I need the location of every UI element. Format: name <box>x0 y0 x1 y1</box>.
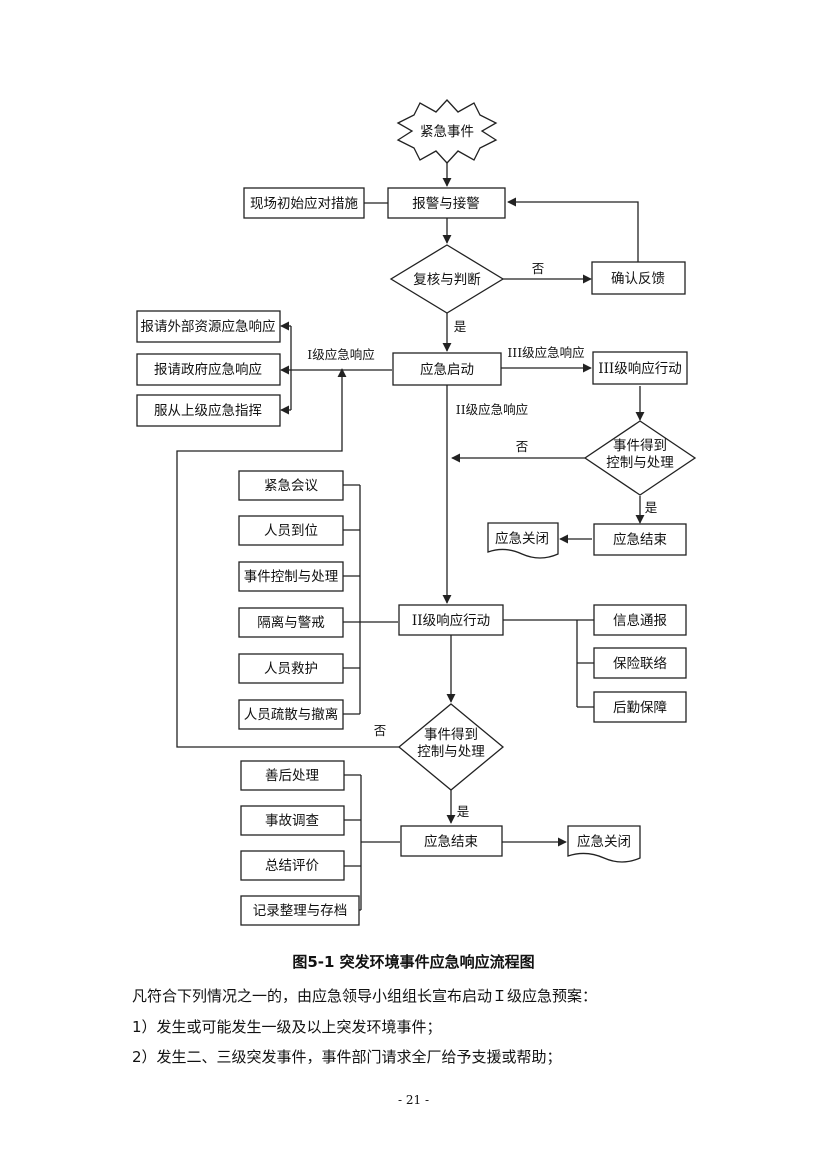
svg-text:人员救护: 人员救护 <box>264 661 318 677</box>
task-aftermath: 善后处理 <box>240 760 345 791</box>
svg-text:服从上级应急指挥: 服从上级应急指挥 <box>154 402 262 419</box>
onsite-measures-label: 现场初始应对措施 <box>250 195 358 212</box>
lower-controlled-label: 事件得到控制与处理 <box>417 726 485 760</box>
task-archive: 记录整理与存档 <box>240 895 360 926</box>
upper-no-label: 否 <box>516 439 529 454</box>
svg-text:事件控制与处理: 事件控制与处理 <box>244 569 339 585</box>
figure-caption: 图5-1 突发环境事件应急响应流程图 <box>292 953 535 971</box>
emergency-response-flowchart: 紧急事件 报警与接警 现场初始应对措施 复核与判断 否 是 确认反馈 应急启动 … <box>136 99 697 926</box>
level2-action-label: II级响应行动 <box>412 612 490 629</box>
svg-text:保险联络: 保险联络 <box>613 656 667 672</box>
onsite-measures-node: 现场初始应对措施 <box>243 187 365 219</box>
lower-controlled-decision: 事件得到控制与处理 <box>397 703 505 791</box>
svg-text:报请政府应急响应: 报请政府应急响应 <box>154 361 262 378</box>
receive-alarm-label: 报警与接警 <box>412 195 480 212</box>
level3-action-node: III级响应行动 <box>592 351 688 385</box>
level1-action-external: 报请外部资源应急响应 <box>136 310 281 343</box>
lower-yes-label: 是 <box>457 804 470 819</box>
paragraph-item-1: 1）发生或可能发生一级及以上突发环境事件； <box>132 1018 442 1036</box>
confirm-feedback-node: 确认反馈 <box>591 261 686 295</box>
task-rescue: 人员救护 <box>238 653 344 684</box>
upper-end-node: 应急结束 <box>593 523 687 556</box>
start-event-node: 紧急事件 <box>396 99 498 164</box>
svg-text:记录整理与存档: 记录整理与存档 <box>253 903 348 919</box>
svg-text:报请外部资源应急响应: 报请外部资源应急响应 <box>141 318 276 335</box>
verify-decision-node: 复核与判断 <box>389 244 505 314</box>
svg-text:应急关闭: 应急关闭 <box>495 530 549 547</box>
emergency-start-label: 应急启动 <box>420 361 474 378</box>
level1-action-government: 报请政府应急响应 <box>136 353 281 386</box>
level1-action-command: 服从上级应急指挥 <box>136 394 281 427</box>
svg-text:人员疏散与撤离: 人员疏散与撤离 <box>244 706 339 723</box>
svg-text:总结评价: 总结评价 <box>265 858 319 874</box>
svg-text:后勤保障: 后勤保障 <box>613 700 667 716</box>
connectors <box>176 160 645 911</box>
lower-end-node: 应急结束 <box>400 825 503 857</box>
task-insurance-contact: 保险联络 <box>593 647 687 679</box>
verify-decision-label: 复核与判断 <box>413 271 481 288</box>
level2-response-label: II级应急响应 <box>456 402 528 417</box>
svg-text:应急关闭: 应急关闭 <box>577 833 631 850</box>
page-number: - 21 - <box>397 1093 429 1107</box>
task-investigation: 事故调查 <box>240 805 345 836</box>
lower-no-label: 否 <box>374 723 387 738</box>
svg-text:应急结束: 应急结束 <box>424 833 478 850</box>
paragraph-intro: 凡符合下列情况之一的，由应急领导小组组长宣布启动Ｉ级应急预案： <box>132 987 598 1005</box>
level2-action-node: II级响应行动 <box>398 604 504 636</box>
svg-text:人员到位: 人员到位 <box>264 523 318 539</box>
level3-response-label: III级应急响应 <box>507 345 584 360</box>
svg-text:信息通报: 信息通报 <box>613 612 667 629</box>
svg-text:事故调查: 事故调查 <box>265 813 319 829</box>
receive-alarm-node: 报警与接警 <box>387 187 506 219</box>
svg-text:紧急会议: 紧急会议 <box>264 478 318 494</box>
task-info-report: 信息通报 <box>593 604 687 636</box>
upper-close-node: 应急关闭 <box>487 522 559 559</box>
lower-close-node: 应急关闭 <box>567 825 641 863</box>
task-logistics: 后勤保障 <box>593 691 687 723</box>
verify-yes-label: 是 <box>454 319 467 334</box>
upper-controlled-decision: 事件得到控制与处理 <box>583 420 697 496</box>
paragraph-item-2: 2）发生二、三级突发事件，事件部门请求全厂给予支援或帮助； <box>132 1048 562 1066</box>
upper-yes-label: 是 <box>645 500 658 515</box>
confirm-feedback-label: 确认反馈 <box>611 271 665 287</box>
level3-action-label: III级响应行动 <box>598 360 682 377</box>
task-evacuation: 人员疏散与撤离 <box>238 699 344 730</box>
task-emergency-meeting: 紧急会议 <box>238 470 344 501</box>
task-event-control: 事件控制与处理 <box>238 561 344 592</box>
task-isolation: 隔离与警戒 <box>238 607 344 638</box>
emergency-start-node: 应急启动 <box>392 352 502 386</box>
task-staff-in-place: 人员到位 <box>238 515 344 546</box>
svg-text:隔离与警戒: 隔离与警戒 <box>257 614 325 631</box>
task-summary: 总结评价 <box>240 850 345 881</box>
start-event-label: 紧急事件 <box>420 124 474 140</box>
svg-text:善后处理: 善后处理 <box>265 768 319 784</box>
verify-no-label: 否 <box>532 261 545 276</box>
level1-response-label: I级应急响应 <box>307 347 374 362</box>
svg-text:应急结束: 应急结束 <box>613 531 667 548</box>
upper-controlled-label: 事件得到控制与处理 <box>606 437 674 471</box>
